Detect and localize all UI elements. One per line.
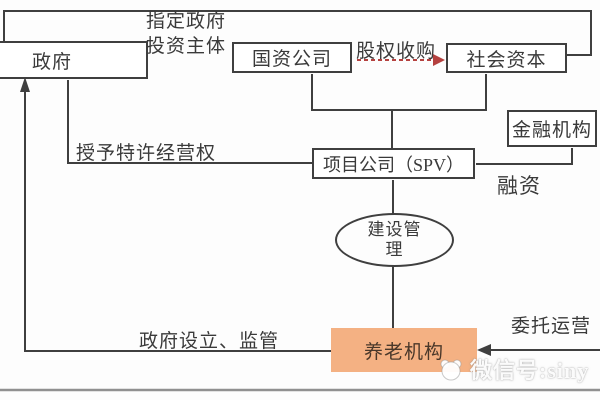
node-government-label: 政府 xyxy=(31,51,72,73)
label-equity-acquisition: 股权收购 xyxy=(356,41,437,62)
watermark-text: 微信号:siny xyxy=(470,358,590,383)
node-project-company-spv-label: 项目公司（SPV） xyxy=(322,154,465,175)
node-financial-institution: 金融机构 xyxy=(507,110,597,147)
arrowhead-up-government xyxy=(20,77,30,92)
arrowhead-left-elderly xyxy=(477,344,491,356)
edge-shareholders-to-spv xyxy=(311,74,487,149)
label-designate-govt-investor: 指定政府 投资主体 xyxy=(146,9,226,59)
edge-government-to-social-capital xyxy=(3,10,592,56)
edge-financing-spv-to-finance xyxy=(476,148,573,165)
label-govt-establish-supervise: 政府设立、监管 xyxy=(139,331,280,352)
node-government: 政府 xyxy=(0,41,148,79)
node-construction-management-line1: 建设管 xyxy=(367,220,422,239)
label-designate-line1: 指定政府 xyxy=(146,11,227,32)
node-state-owned-company-label: 国资公司 xyxy=(251,49,332,70)
node-financial-institution-label: 金融机构 xyxy=(511,120,592,141)
node-construction-management-line2: 理 xyxy=(385,240,404,259)
node-state-owned-company: 国资公司 xyxy=(232,42,352,73)
node-elderly-care-institution-label: 养老机构 xyxy=(363,341,444,363)
watermark-panda-icon xyxy=(440,359,462,381)
node-social-capital-label: 社会资本 xyxy=(466,49,547,71)
node-project-company-spv: 项目公司（SPV） xyxy=(312,148,475,179)
label-grant-franchise: 授予特许经营权 xyxy=(76,143,217,164)
node-social-capital: 社会资本 xyxy=(446,43,567,73)
node-elderly-care-institution: 养老机构 xyxy=(331,328,477,372)
label-entrusted-operation: 委托运营 xyxy=(511,316,592,337)
label-designate-line2: 投资主体 xyxy=(146,36,227,57)
watermark: 微信号:siny xyxy=(436,353,600,385)
edge-franchise-government-to-spv xyxy=(67,80,312,164)
edge-supervision-elderly-to-government xyxy=(24,84,331,352)
arrowhead-right-equity xyxy=(433,54,445,66)
label-financing: 融资 xyxy=(497,174,541,198)
node-construction-management: 建设管 理 xyxy=(335,213,454,267)
